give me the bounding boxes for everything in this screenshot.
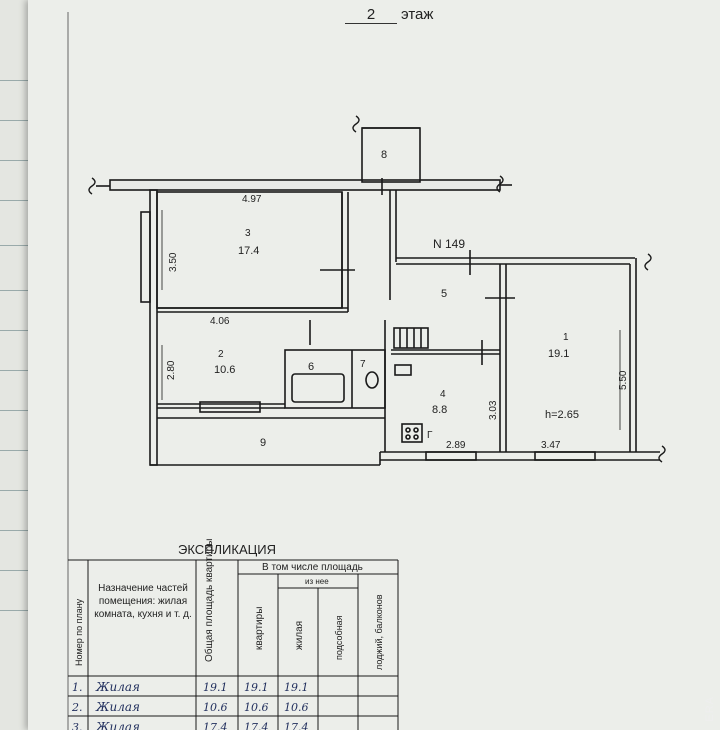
apartment-number: N 149 bbox=[433, 237, 465, 251]
room-1-area: 19.1 bbox=[548, 348, 569, 360]
room-2-area: 10.6 bbox=[214, 364, 235, 376]
top-exterior-wall bbox=[109, 179, 501, 191]
room-4-area: 8.8 bbox=[432, 404, 447, 416]
walls bbox=[96, 127, 660, 466]
dim-3-47: 3.47 bbox=[541, 440, 561, 451]
bathtub bbox=[291, 373, 345, 403]
window-room-2 bbox=[199, 401, 261, 413]
header-living: жилая bbox=[294, 621, 305, 650]
break-marks bbox=[88, 115, 666, 463]
window-room-1 bbox=[534, 451, 596, 461]
room-4-number: 4 bbox=[440, 389, 446, 400]
radiator bbox=[393, 327, 429, 349]
toilet bbox=[365, 371, 379, 389]
left-window bbox=[140, 211, 151, 303]
dim-4-06: 4.06 bbox=[210, 316, 230, 327]
row-1-living: 19.1 bbox=[284, 681, 309, 694]
dim-4-97: 4.97 bbox=[242, 194, 262, 205]
header-incl: В том числе площадь bbox=[262, 562, 363, 573]
room-3-number: 3 bbox=[245, 228, 251, 239]
stove-label: Г bbox=[427, 430, 433, 441]
dim-2-80: 2.80 bbox=[166, 360, 177, 380]
header-number: Номер по плану bbox=[74, 598, 84, 666]
header-total: Общая площадь квартиры bbox=[203, 539, 215, 662]
row-2-total: 10.6 bbox=[203, 701, 228, 714]
room-1-number: 1 bbox=[563, 332, 569, 343]
dim-3-50: 3.50 bbox=[168, 252, 179, 272]
floor-number: 2 bbox=[345, 6, 397, 24]
room-5-number: 5 bbox=[441, 288, 447, 300]
room-2-number: 2 bbox=[218, 349, 224, 360]
balcony-8 bbox=[361, 127, 421, 183]
row-3-name: Жилая bbox=[95, 720, 140, 730]
row-3-number: 3. bbox=[72, 721, 83, 730]
row-1-name: Жилая bbox=[95, 680, 140, 694]
header-of-it: из нее bbox=[305, 577, 329, 586]
room-3-outline bbox=[156, 191, 343, 309]
explication-table-grid bbox=[68, 559, 399, 730]
row-3-flat: 17.4 bbox=[244, 721, 269, 730]
floor-plan-sheet bbox=[28, 0, 720, 730]
row-2-number: 2. bbox=[71, 701, 83, 714]
row-2-flat: 10.6 bbox=[244, 701, 269, 714]
room-7-number: 7 bbox=[360, 359, 366, 370]
room-6-number: 6 bbox=[308, 361, 314, 373]
row-1-number: 1. bbox=[72, 681, 83, 694]
room-9-number: 9 bbox=[260, 437, 266, 449]
floor-label: этаж bbox=[401, 6, 434, 23]
explication-title: ЭКСПЛИКАЦИЯ bbox=[178, 542, 276, 557]
row-3-living: 17.4 bbox=[284, 721, 309, 730]
stove bbox=[401, 423, 423, 443]
window-kitchen bbox=[425, 451, 477, 461]
row-2-name: Жилая bbox=[95, 700, 140, 714]
header-aux: подсобная bbox=[334, 615, 344, 660]
dim-3-03: 3.03 bbox=[488, 400, 499, 420]
header-loggia: лоджий, балконов bbox=[374, 594, 384, 670]
ceiling-height: h=2.65 bbox=[545, 409, 579, 421]
room-3-area: 17.4 bbox=[238, 245, 259, 257]
row-3-total: 17.4 bbox=[203, 721, 228, 730]
bathroom-block bbox=[284, 349, 386, 409]
header-flat: квартиры bbox=[254, 607, 265, 650]
left-exterior-wall bbox=[149, 189, 158, 466]
dim-2-89: 2.89 bbox=[446, 440, 466, 451]
room-8-number: 8 bbox=[381, 149, 387, 161]
sink bbox=[394, 364, 412, 376]
row-2-living: 10.6 bbox=[284, 701, 309, 714]
watermark: ERA bbox=[704, 696, 716, 722]
dim-5-50: 5.50 bbox=[618, 370, 629, 390]
header-purpose: Назначение частей помещения: жилая комна… bbox=[94, 583, 192, 620]
row-1-flat: 19.1 bbox=[244, 681, 269, 694]
row-1-total: 19.1 bbox=[203, 681, 228, 694]
